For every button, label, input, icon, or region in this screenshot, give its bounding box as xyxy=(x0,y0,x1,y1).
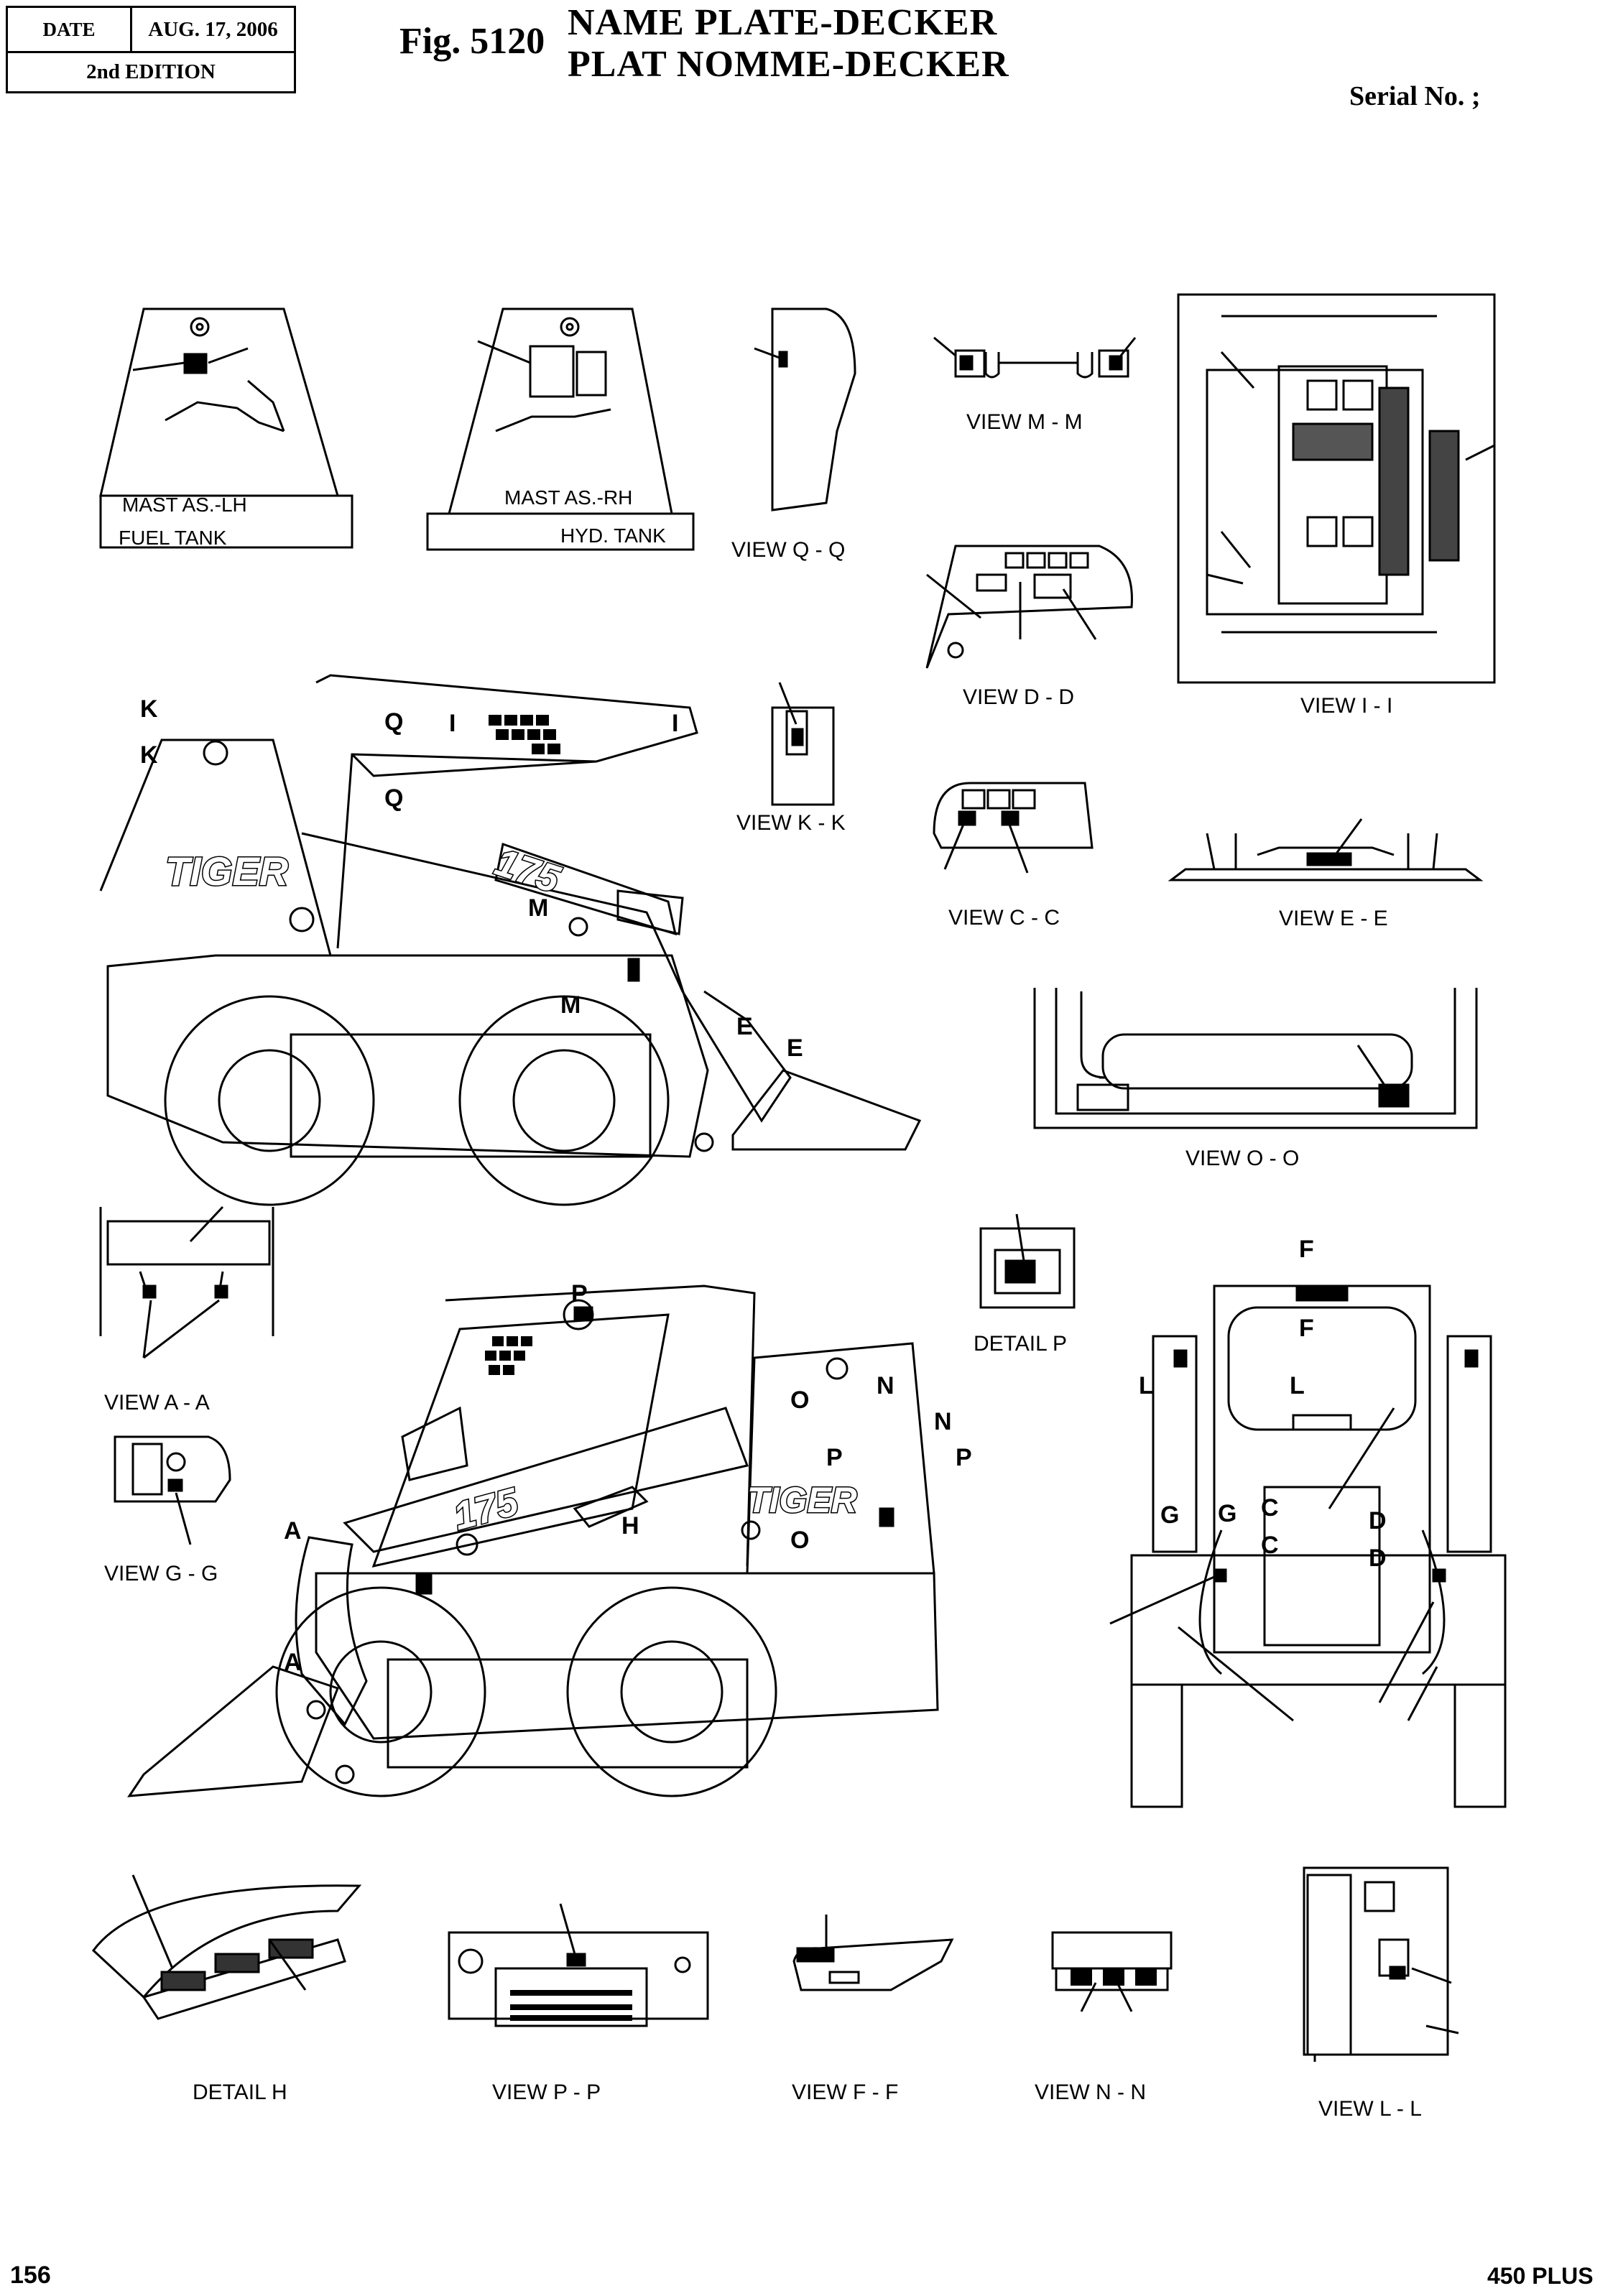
marker-p: P xyxy=(571,1280,588,1307)
view-nn: VIEW N - N xyxy=(1035,1931,1173,2104)
marker-p: P xyxy=(956,1444,972,1471)
marker-e: E xyxy=(736,1013,753,1040)
loader-side-view-left: TIGER 175 K K Q Q I I M M E E xyxy=(99,674,922,1206)
marker-c: C xyxy=(1261,1494,1279,1522)
page-title: NAME PLATE-DECKER xyxy=(568,2,998,43)
view-mm: VIEW M - M xyxy=(933,336,1137,434)
view-nn-label: VIEW N - N xyxy=(1035,2080,1146,2104)
marker-l: L xyxy=(1139,1372,1154,1399)
tiger-decal: TIGER xyxy=(165,848,289,894)
marker-n: N xyxy=(934,1408,952,1435)
view-mm-label: VIEW M - M xyxy=(966,410,1083,434)
marker-o: O xyxy=(790,1387,809,1414)
marker-q: Q xyxy=(384,784,403,812)
marker-h: H xyxy=(621,1512,639,1540)
view-qq-label: VIEW Q - Q xyxy=(731,538,845,562)
view-ll: VIEW L - L xyxy=(1303,1866,1459,2121)
marker-i: I xyxy=(449,710,456,737)
view-ff-label: VIEW F - F xyxy=(792,2080,898,2104)
marker-g: G xyxy=(1160,1501,1179,1529)
marker-d: D xyxy=(1369,1507,1387,1534)
detail-h-label: DETAIL H xyxy=(193,2080,287,2104)
view-aa: VIEW A - A xyxy=(99,1205,274,1415)
marker-a: A xyxy=(284,1649,302,1676)
marker-k: K xyxy=(140,695,158,723)
fuel-tank-label: FUEL TANK xyxy=(119,527,227,549)
page-number: 156 xyxy=(10,2262,51,2289)
serial-number-label: Serial No. ; xyxy=(1349,81,1481,111)
marker-c: C xyxy=(1261,1532,1279,1559)
view-ee: VIEW E - E xyxy=(1168,818,1484,930)
mast-lh-view: MAST AS.-LH FUEL TANK xyxy=(99,307,353,549)
view-ee-label: VIEW E - E xyxy=(1279,907,1388,930)
loader-rear-view: F F L L G G C C D D xyxy=(1109,1236,1507,1808)
model-175-decal: 175 xyxy=(490,841,565,902)
marker-k: K xyxy=(140,741,158,769)
view-ff: VIEW F - F xyxy=(792,1915,954,2104)
marker-p: P xyxy=(826,1444,843,1471)
page-title-french: PLAT NOMME-DECKER xyxy=(568,44,1009,85)
hyd-tank-label: HYD. TANK xyxy=(560,524,666,547)
marker-o: O xyxy=(790,1527,809,1554)
edition-label: 2nd EDITION xyxy=(86,60,216,83)
marker-m: M xyxy=(528,894,548,922)
view-ll-label: VIEW L - L xyxy=(1318,2097,1422,2121)
view-aa-label: VIEW A - A xyxy=(104,1391,210,1415)
view-ii-label: VIEW I - I xyxy=(1300,694,1392,718)
view-cc: VIEW C - C xyxy=(933,782,1094,930)
marker-e: E xyxy=(787,1034,803,1062)
view-oo: VIEW O - O xyxy=(1033,988,1478,1170)
marker-f: F xyxy=(1299,1315,1314,1342)
marker-a: A xyxy=(284,1517,302,1545)
view-oo-label: VIEW O - O xyxy=(1185,1147,1299,1170)
detail-h: DETAIL H xyxy=(91,1874,362,2104)
marker-n: N xyxy=(877,1372,894,1399)
view-kk-label: VIEW K - K xyxy=(736,811,846,835)
figure-number: Fig. 5120 xyxy=(399,21,545,62)
view-gg: VIEW G - G xyxy=(104,1435,231,1586)
loader-side-view-right: 175 TIGER P N N O O P P H A A xyxy=(127,1280,972,1797)
marker-i: I xyxy=(672,710,678,737)
marker-d: D xyxy=(1369,1545,1387,1572)
date-value: AUG. 17, 2006 xyxy=(148,17,278,41)
mast-rh-view: MAST AS.-RH HYD. TANK xyxy=(426,307,695,551)
detail-p-label: DETAIL P xyxy=(974,1332,1067,1356)
view-ii: VIEW I - I xyxy=(1177,293,1496,718)
view-cc-label: VIEW C - C xyxy=(948,906,1060,930)
view-pp: VIEW P - P xyxy=(448,1903,709,2104)
marker-m: M xyxy=(560,991,581,1019)
marker-q: Q xyxy=(384,708,403,736)
tiger-decal: TIGER xyxy=(747,1480,857,1520)
view-gg-label: VIEW G - G xyxy=(104,1562,218,1586)
view-dd-label: VIEW D - D xyxy=(963,685,1074,709)
view-kk: VIEW K - K xyxy=(736,682,846,835)
marker-f: F xyxy=(1299,1236,1314,1263)
model-name: 450 PLUS xyxy=(1487,2263,1594,2289)
revision-box: DATE AUG. 17, 2006 2nd EDITION xyxy=(6,6,296,93)
view-qq: VIEW Q - Q xyxy=(731,307,856,562)
mast-lh-label: MAST AS.-LH xyxy=(122,494,247,516)
detail-p: DETAIL P xyxy=(974,1213,1076,1356)
date-label: DATE xyxy=(8,8,132,51)
marker-l: L xyxy=(1290,1372,1305,1399)
mast-rh-label: MAST AS.-RH xyxy=(504,486,632,509)
marker-g: G xyxy=(1218,1500,1236,1527)
revision-row: DATE AUG. 17, 2006 xyxy=(8,8,294,53)
view-dd: VIEW D - D xyxy=(925,545,1133,709)
view-pp-label: VIEW P - P xyxy=(492,2080,601,2104)
